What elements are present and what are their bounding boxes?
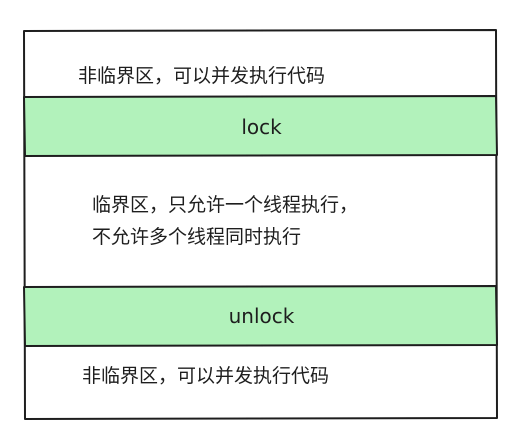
unlock-band xyxy=(23,285,498,347)
top-non-critical-text: 非临界区，可以并发执行代码 xyxy=(78,65,326,87)
bottom-non-critical-text: 非临界区，可以并发执行代码 xyxy=(82,365,330,387)
critical-section-line2: 不允许多个线程同时执行 xyxy=(92,226,302,248)
lock-label: lock xyxy=(241,115,282,139)
critical-section-line1: 临界区，只允许一个线程执行， xyxy=(92,194,359,216)
unlock-label: unlock xyxy=(228,304,295,328)
lock-band xyxy=(23,95,498,157)
